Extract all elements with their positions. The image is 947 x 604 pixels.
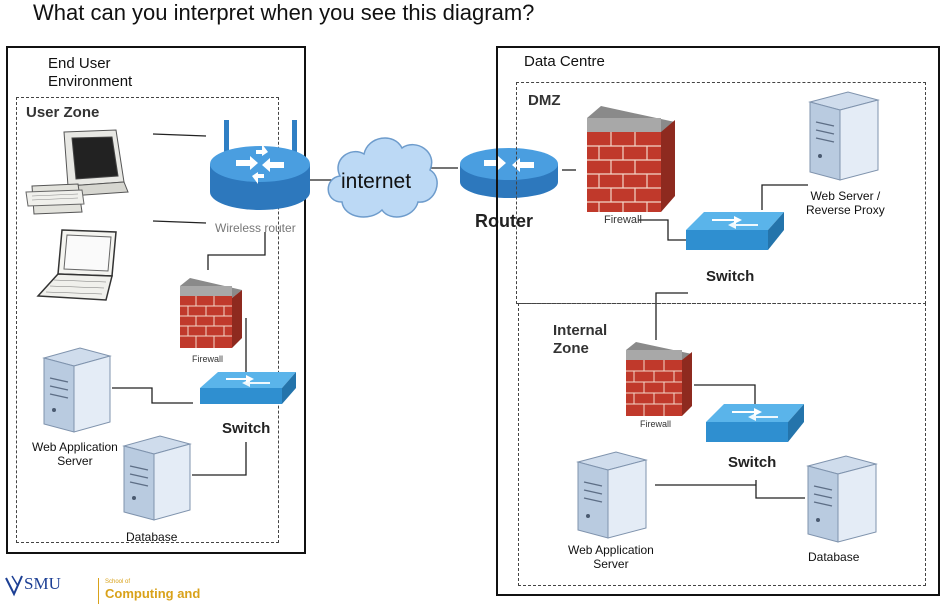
dmz-web-server-label-line2: Reverse Proxy [806, 203, 885, 217]
school-logo: School of Computing and [98, 578, 215, 604]
dmz-firewall-label: Firewall [604, 214, 642, 226]
laptop-icon [36, 229, 117, 301]
user-web-app-server-label-line2: Server [57, 454, 93, 468]
dmz-web-server-label-line1: Web Server / [810, 189, 881, 203]
internal-web-app-server-label-line1: Web Application [568, 543, 654, 557]
internal-firewall-icon [626, 342, 692, 416]
dmz-firewall-icon [587, 106, 675, 212]
internet-label: internet [341, 170, 412, 193]
dmz-web-server-label: Web Server / Reverse Proxy [806, 189, 885, 217]
user-switch-label: Switch [222, 420, 271, 437]
router-label: Router [475, 211, 533, 231]
school-line2: Computing and [105, 586, 201, 601]
user-switch-icon [200, 372, 296, 404]
user-firewall-icon [180, 278, 242, 348]
smu-logo: SMU [4, 572, 94, 602]
internal-zone-box [518, 303, 926, 586]
internet-cloud-icon [327, 137, 438, 218]
user-web-app-server-icon [42, 347, 112, 433]
dmz-switch-label: Switch [706, 268, 755, 285]
internal-web-app-server-icon [576, 451, 648, 539]
user-web-app-server-label: Web Application Server [32, 440, 118, 468]
internal-firewall-label: Firewall [640, 419, 672, 429]
end-user-environment-box [6, 46, 306, 554]
data-centre-box [496, 46, 940, 596]
internal-switch-icon [706, 404, 804, 442]
dmz-switch-icon [686, 212, 784, 250]
wireless-router-label: Wireless router [215, 221, 296, 235]
dmz-web-server-icon [808, 91, 880, 181]
internal-zone-label-line1: Internal [553, 322, 608, 339]
wireless-router-icon [210, 120, 310, 210]
user-web-app-server-label-line1: Web Application [32, 440, 118, 454]
internal-zone-label: Internal Zone [553, 322, 607, 358]
data-centre-label: Data Centre [524, 53, 605, 70]
user-database-label: Database [126, 530, 178, 544]
user-zone-label: User Zone [26, 104, 100, 121]
school-line1: School of [105, 579, 131, 585]
desktop-computer-icon [25, 129, 129, 215]
smu-crest-icon [5, 575, 23, 597]
user-firewall-label: Firewall [192, 354, 224, 364]
router-icon [460, 148, 558, 198]
internal-web-app-server-label: Web Application Server [568, 543, 654, 571]
end-user-environment-label: End User Environment [48, 55, 132, 91]
user-database-icon [122, 435, 192, 521]
internal-switch-label: Switch [728, 454, 777, 471]
end-user-label-line1: End User [48, 55, 111, 72]
internal-web-app-server-label-line2: Server [593, 557, 629, 571]
internal-database-icon [806, 455, 878, 543]
dmz-label: DMZ [528, 92, 561, 109]
page-title: What can you interpret when you see this… [33, 0, 535, 25]
internal-zone-label-line2: Zone [553, 340, 589, 357]
end-user-label-line2: Environment [48, 73, 133, 90]
smu-logo-text: SMU [24, 574, 61, 593]
internal-database-label: Database [808, 550, 860, 564]
user-zone-box [16, 97, 279, 543]
